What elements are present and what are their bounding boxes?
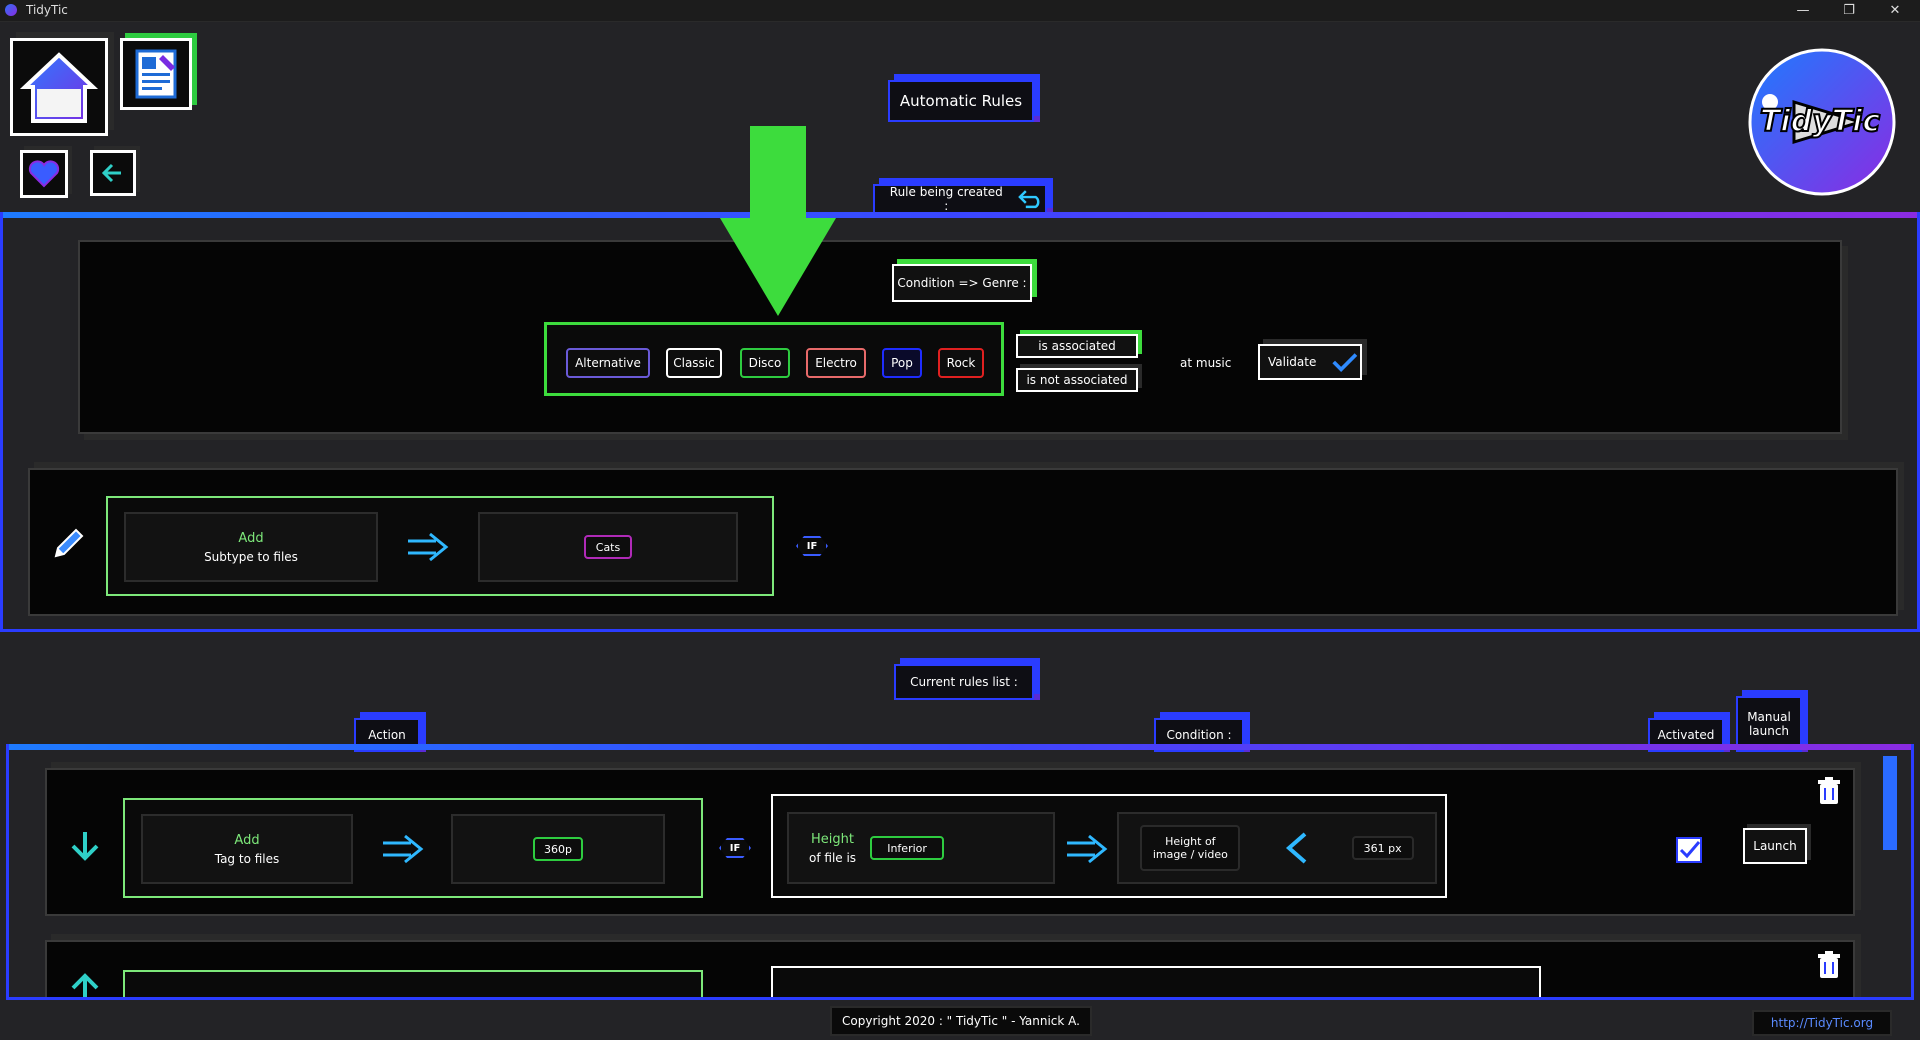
action-box[interactable]: Add Subtype to files (124, 512, 378, 582)
arrow-down-indicator-icon (720, 126, 836, 316)
rule-action-builder (123, 970, 703, 997)
is-associated-button[interactable]: is associated (1016, 334, 1138, 358)
column-manual-launch: Manual launch (1736, 696, 1802, 752)
tidytic-logo: TidyTic (1740, 42, 1900, 202)
rule-condition-value: 361 px (1351, 836, 1414, 860)
rule-condition-subject-1: Height (811, 831, 855, 847)
column-manual-line2: launch (1748, 724, 1790, 738)
move-up-icon[interactable] (67, 970, 103, 1000)
copyright-box: Copyright 2020 : " TidyTic " - Yannick A… (830, 1006, 1092, 1036)
website-link[interactable]: http://TidyTic.org (1770, 1016, 1874, 1030)
genre-rock[interactable]: Rock (938, 348, 984, 378)
home-icon (19, 52, 99, 123)
trash-icon[interactable] (1815, 950, 1843, 980)
condition-label: Condition => Genre : (892, 264, 1032, 302)
activated-checkbox-icon[interactable] (1675, 836, 1703, 864)
logo-text: TidyTic (1759, 103, 1881, 140)
genre-classic[interactable]: Classic (666, 348, 722, 378)
genre-alternative[interactable]: Alternative (566, 348, 650, 378)
double-arrow-right-icon (408, 532, 449, 562)
move-down-icon[interactable] (67, 828, 103, 864)
copyright-text: Copyright 2020 : " TidyTic " - Yannick A… (842, 1014, 1080, 1028)
rules-panel-topline (6, 744, 1914, 750)
genre-pop[interactable]: Pop (882, 348, 922, 378)
heart-icon (28, 160, 60, 188)
undo-icon[interactable] (1016, 189, 1045, 209)
rule-condition-field-1: Height of (1165, 835, 1216, 848)
rule-action-verb: Add (234, 832, 260, 848)
column-manual-line1: Manual (1747, 710, 1791, 724)
close-button[interactable]: ✕ (1889, 3, 1901, 18)
arrow-left-icon (101, 163, 121, 183)
rule-condition-builder (771, 966, 1541, 997)
validate-button[interactable]: Validate (1258, 344, 1362, 380)
rule-being-created-text: Rule being created : (889, 185, 1003, 213)
back-button[interactable] (90, 150, 136, 196)
rule-condition-field: Height of image / video (1140, 825, 1241, 871)
is-not-associated-button[interactable]: is not associated (1016, 368, 1138, 392)
window-titlebar: TidyTic — ❐ ✕ (0, 0, 1920, 22)
less-than-icon (1285, 832, 1307, 864)
rule-condition-subject-2: of file is (809, 850, 857, 865)
report-icon (135, 49, 177, 99)
edit-pencil-icon[interactable] (48, 524, 88, 564)
rule-condition-field-2: image / video (1152, 848, 1228, 861)
trash-icon[interactable] (1815, 776, 1843, 806)
at-music-label: at music (1180, 356, 1232, 370)
validate-label: Validate (1268, 355, 1317, 369)
restore-button[interactable]: ❐ (1843, 3, 1855, 18)
rule-value-box: 360p (451, 814, 665, 884)
launch-button[interactable]: Launch (1743, 828, 1807, 864)
if-badge: IF (796, 536, 828, 556)
genre-disco[interactable]: Disco (740, 348, 790, 378)
favorites-button[interactable] (20, 150, 68, 198)
rule-being-created-label: Rule being created : (873, 184, 1047, 214)
rule-condition-operator: Inferior (870, 836, 945, 860)
rule-action-target: Tag to files (214, 851, 280, 866)
value-tag: Cats (584, 535, 632, 559)
genre-electro[interactable]: Electro (806, 348, 866, 378)
creation-panel-topline (0, 212, 1920, 218)
page-title: Automatic Rules (888, 80, 1034, 122)
logo-icon (1748, 48, 1896, 196)
creation-panel-frame (0, 212, 1920, 632)
double-arrow-right-icon (383, 834, 424, 864)
window-title: TidyTic (26, 3, 68, 17)
rule-condition-subject: Height of file is Inferior (787, 812, 1055, 884)
checkmark-icon (1332, 353, 1358, 373)
home-button[interactable] (10, 38, 108, 136)
minimize-button[interactable]: — (1796, 3, 1810, 18)
double-arrow-right-icon (1067, 834, 1108, 864)
rules-scrollbar-thumb[interactable] (1883, 756, 1897, 850)
rule-if-badge: IF (719, 838, 751, 858)
report-button[interactable] (120, 38, 192, 110)
rules-list-label: Current rules list : (894, 664, 1034, 700)
value-box[interactable]: Cats (478, 512, 738, 582)
rule-value-tag: 360p (533, 837, 583, 861)
action-target: Subtype to files (204, 549, 298, 564)
website-link-box[interactable]: http://TidyTic.org (1752, 1010, 1892, 1036)
rule-condition-target: Height of image / video 361 px (1117, 812, 1437, 884)
rules-panel: Add Tag to files 360p IF Height of file … (6, 744, 1914, 1000)
rule-action-box: Add Tag to files (141, 814, 353, 884)
action-verb: Add (238, 530, 264, 546)
app-icon (5, 4, 17, 16)
